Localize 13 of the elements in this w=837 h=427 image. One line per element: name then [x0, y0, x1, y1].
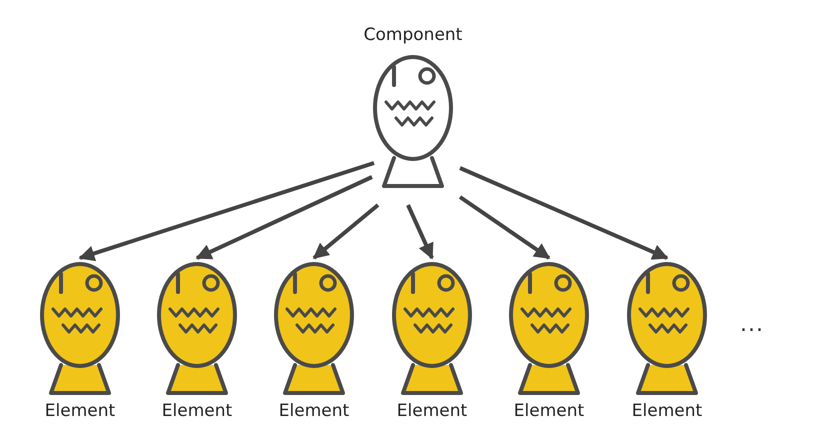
node-label: Element [632, 401, 702, 421]
arrow [312, 203, 380, 260]
node-label: Element [44, 401, 116, 421]
node-label: Element [278, 401, 350, 421]
node-label: Element [162, 401, 232, 421]
arrow [406, 204, 434, 260]
node-label: Element [514, 401, 584, 421]
arrow [78, 161, 375, 262]
arrow [458, 195, 550, 260]
arrow [196, 175, 373, 260]
ellipsis-text: ... [740, 312, 764, 337]
node-label: Component [364, 25, 462, 45]
node-label: Element [396, 401, 468, 421]
